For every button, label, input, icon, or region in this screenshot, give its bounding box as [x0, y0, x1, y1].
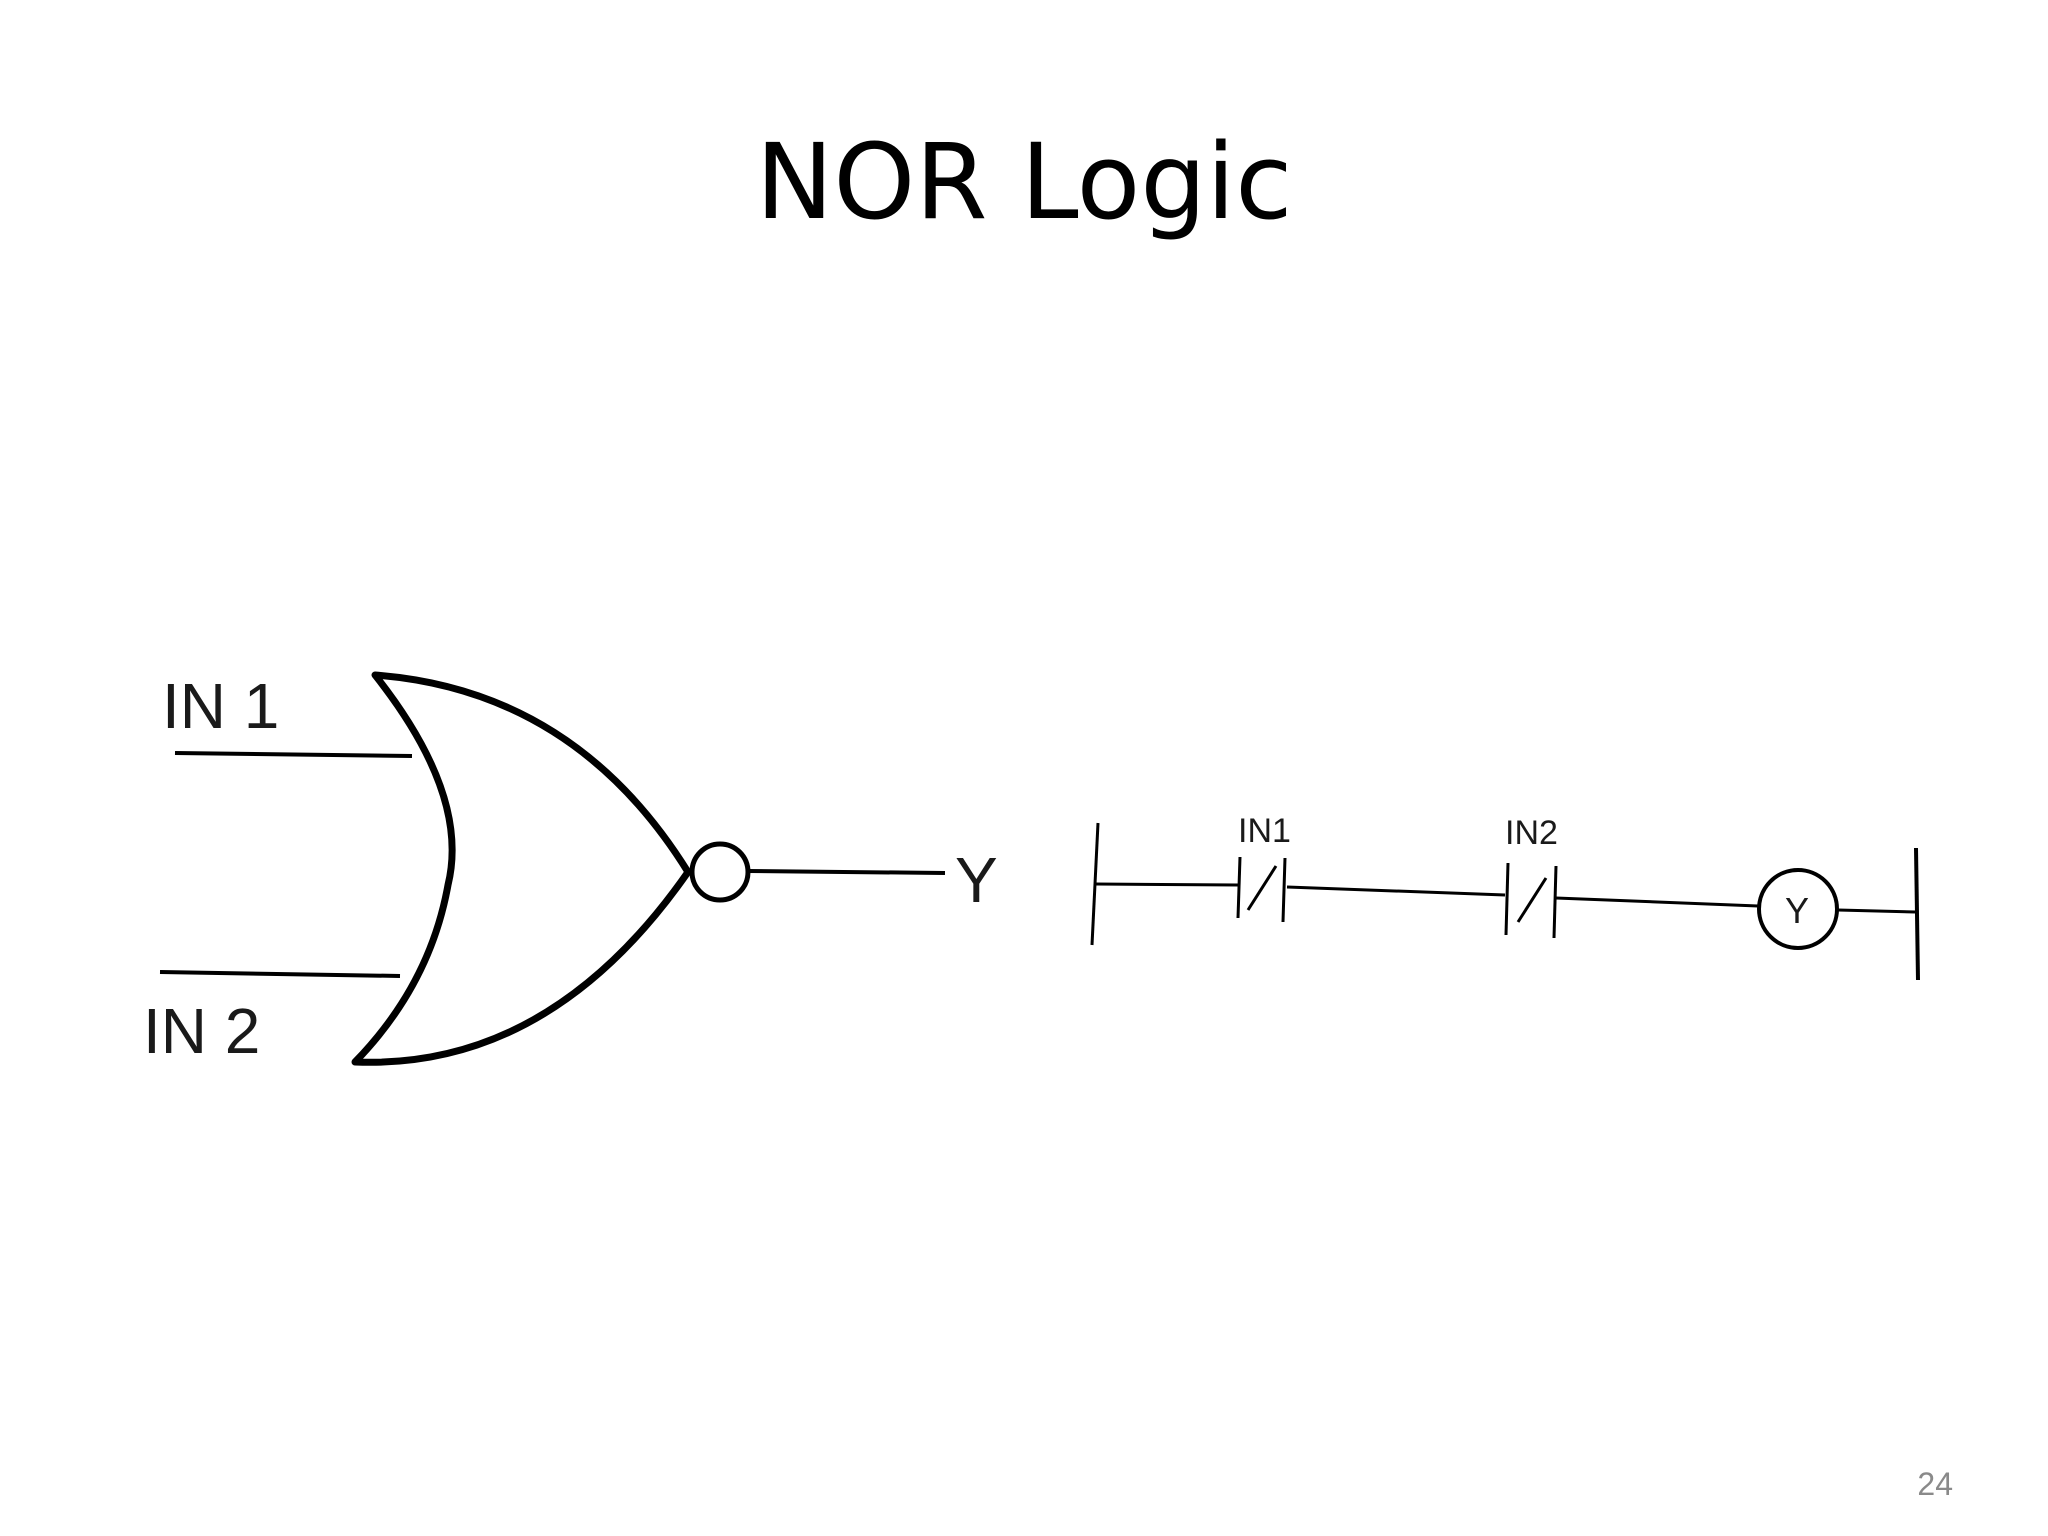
- inversion-bubble: [689, 841, 751, 903]
- nc-contact-in1: IN1: [1236, 812, 1291, 923]
- or-gate-body: [351, 671, 692, 1066]
- rung-wire-2: [1286, 885, 1506, 897]
- output-coil: Y: [1757, 868, 1839, 950]
- slide-number: 24: [1917, 1466, 1953, 1502]
- input2-wire: [159, 970, 401, 978]
- output-label: Y: [955, 844, 998, 916]
- input1-label: IN 1: [162, 670, 279, 742]
- contact-in1-label: IN1: [1238, 812, 1291, 850]
- nor-gate-symbol: IN 1 IN 2 Y: [143, 670, 998, 1067]
- right-power-rail: [1914, 847, 1920, 981]
- input2-label: IN 2: [143, 995, 260, 1067]
- rung-wire-4: [1837, 908, 1916, 914]
- coil-label: Y: [1785, 890, 1809, 931]
- ladder-rung: IN1 IN2 Y: [1090, 812, 1920, 981]
- input1-wire: [174, 751, 413, 758]
- contact-in2-label: IN2: [1505, 814, 1558, 852]
- rung-wire-1: [1094, 882, 1239, 887]
- rung-wire-3: [1555, 896, 1759, 908]
- slide-title: NOR Logic: [755, 121, 1293, 243]
- nc-contact-in2: IN2: [1504, 814, 1558, 939]
- output-wire: [747, 869, 946, 875]
